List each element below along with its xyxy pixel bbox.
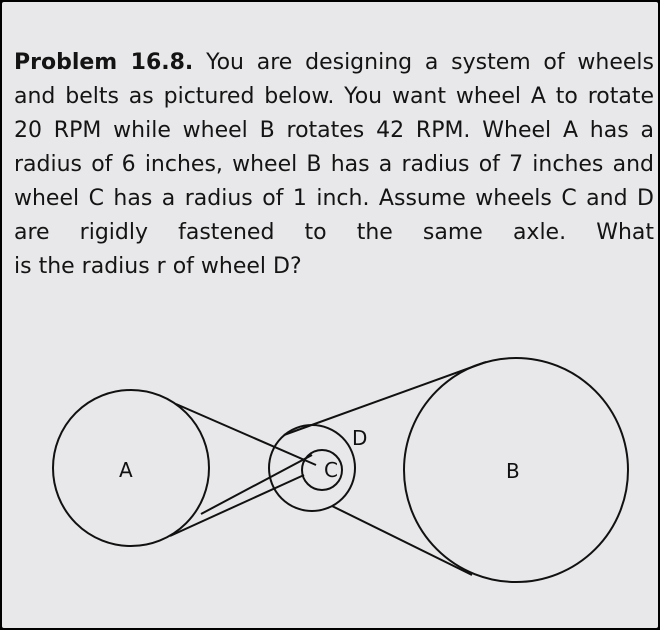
wheel-b bbox=[403, 357, 629, 583]
belt-d-b-lower bbox=[331, 505, 473, 576]
problem-body: You are designing a system of wheels and… bbox=[14, 50, 654, 245]
problem-question: is the radius r of wheel D? bbox=[14, 254, 302, 279]
belt-a-c-lower-2 bbox=[169, 474, 305, 537]
wheel-a bbox=[52, 389, 210, 547]
wheel-d-label: D bbox=[352, 426, 367, 450]
belt-a-c-lower bbox=[200, 454, 313, 515]
wheel-a-label: A bbox=[119, 458, 133, 482]
wheel-c bbox=[301, 449, 343, 491]
problem-statement: Problem 16.8. You are designing a system… bbox=[14, 46, 654, 284]
wheel-c-label: C bbox=[324, 458, 338, 482]
belt-a-c-upper bbox=[175, 403, 317, 466]
wheel-b-label: B bbox=[506, 459, 520, 483]
problem-label: Problem 16.8. bbox=[14, 50, 194, 75]
belt-d-b-upper bbox=[283, 361, 487, 436]
